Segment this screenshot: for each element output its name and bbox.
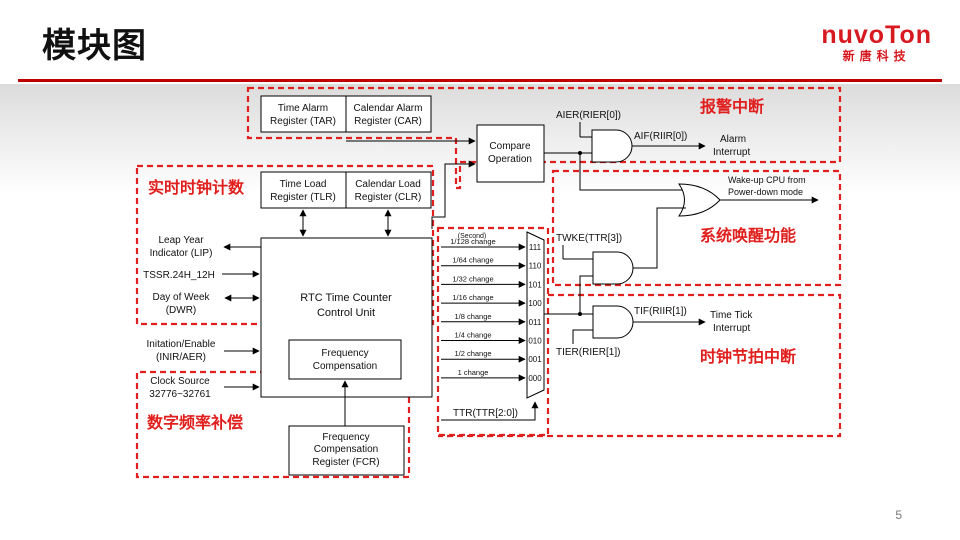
tick-int-label-1: Time Tick [710, 310, 753, 321]
fcr-label-2: Compensation [314, 444, 378, 455]
tick-row-label: 1/16 change [452, 293, 493, 302]
compare-operation-box [476, 124, 545, 183]
tar-label-2: Register (TAR) [270, 116, 336, 127]
alarm-int-label-2: Interrupt [713, 147, 750, 158]
tick-row-label: 1/8 change [454, 312, 491, 321]
car-label-1: Calendar Alarm [354, 103, 423, 114]
freq-comp-label-2: Compensation [313, 361, 377, 372]
tar-label-1: Time Alarm [278, 103, 328, 114]
tick-row-code: 000 [528, 374, 542, 383]
lip-label-2: Indicator (LIP) [150, 248, 213, 259]
alarm-to-or-wire [579, 153, 685, 191]
tick-rows: 1/128 change 111 1/64 change 110 1/32 change… [441, 237, 542, 383]
brand-subtitle: 新唐科技 [842, 49, 911, 63]
tick-row-label: 1/128 change [450, 237, 495, 246]
alarm-int-label-1: Alarm [720, 134, 746, 145]
tick-multiplexer [526, 231, 545, 399]
tier-label: TIER(RIER[1]) [556, 347, 620, 358]
clock-label-2: 32776~32761 [149, 389, 211, 400]
dwr-label-2: (DWR) [166, 305, 197, 316]
tick-row-code: 110 [529, 262, 542, 271]
region-label-wakeup: 系统唤醒功能 [700, 226, 796, 245]
page-title: 模块图 [42, 26, 147, 66]
aier-label: AIER(RIER[0]) [556, 110, 621, 121]
tick-row-label: 1/32 change [452, 274, 493, 283]
brand-logo: nuvoTon 新唐科技 [821, 22, 932, 64]
tick-row-code: 010 [528, 337, 542, 346]
region-label-alarm: 报警中断 [700, 97, 764, 116]
calendar-load-register-box [345, 171, 432, 209]
tlr-label-1: Time Load [280, 179, 327, 190]
ttr-label: TTR(TTR[2:0]) [453, 408, 518, 419]
brand-logo-text: nuvoTon [821, 21, 932, 49]
wakeup-label-1: Wake-up CPU from [728, 175, 806, 185]
tick-row-label: 1/4 change [454, 331, 491, 340]
alarm-and-gate [591, 129, 633, 163]
tick-row-label: 1 change [458, 368, 489, 377]
inir-label-2: (INIR/AER) [156, 352, 206, 363]
region-alarm-outline [246, 86, 842, 190]
rtc-label-1: RTC Time Counter [300, 292, 392, 304]
tick-row-code: 101 [528, 280, 542, 289]
page-number: 5 [895, 508, 902, 522]
clock-label-1: Clock Source [150, 376, 210, 387]
compare-label-2: Operation [488, 154, 532, 165]
twke-label: TWKE(TTR[3]) [556, 233, 622, 244]
tlr-label-2: Register (TLR) [270, 192, 336, 203]
compare-label-1: Compare [489, 141, 531, 152]
region-label-rtc-counter: 实时时钟计数 [148, 178, 245, 197]
tick-int-label-2: Interrupt [713, 323, 750, 334]
clr-label-2: Register (CLR) [355, 192, 422, 203]
tssr-label: TSSR.24H_12H [143, 270, 215, 281]
region-tick-right-outline [438, 293, 842, 438]
second-label: (Second) [458, 233, 486, 240]
clr-label-1: Calendar Load [355, 179, 421, 190]
tick-row-code: 100 [528, 299, 542, 308]
aif-label: AIF(RIIR[0]) [634, 131, 687, 142]
region-wakeup-outline [551, 169, 842, 287]
region-label-compensation: 数字频率补偿 [147, 413, 243, 432]
freq-comp-label-1: Frequency [321, 348, 368, 359]
tick-and-gate [592, 305, 634, 339]
tick-row-code: 111 [529, 243, 542, 252]
tick-row-code: 001 [528, 355, 542, 364]
fcr-label-1: Frequency [322, 432, 369, 443]
dwr-label-1: Day of Week [152, 292, 210, 303]
region-label-tick: 时钟节拍中断 [700, 347, 796, 366]
fcr-register-box [288, 425, 405, 476]
rtc-label-2: Control Unit [317, 307, 375, 319]
wake-and-to-or-wire [633, 207, 686, 269]
junction-alarm [578, 151, 582, 155]
rtc-to-compare-wire [431, 160, 476, 229]
tick-row-label: 1/2 change [454, 349, 491, 358]
junction-tick [578, 312, 582, 316]
calendar-alarm-register-box [345, 95, 432, 133]
title-divider [18, 79, 942, 82]
frequency-compensation-box [288, 339, 402, 380]
wakeup-or-gate [678, 183, 721, 217]
tick-to-wake-wire [579, 275, 593, 314]
fcr-label-3: Register (FCR) [312, 457, 379, 468]
tif-label: TIF(RIIR[1]) [634, 306, 687, 317]
inir-label-1: Initation/Enable [147, 339, 216, 350]
tick-row-code: 011 [529, 318, 542, 327]
ttr-select-wire [441, 401, 539, 421]
wakeup-label-2: Power-down mode [728, 187, 803, 197]
tick-row-label: 1/64 change [452, 256, 493, 265]
wake-and-gate [592, 251, 634, 285]
tier-to-and-wire [572, 329, 593, 344]
lip-label-1: Leap Year [158, 235, 204, 246]
car-label-2: Register (CAR) [354, 116, 422, 127]
